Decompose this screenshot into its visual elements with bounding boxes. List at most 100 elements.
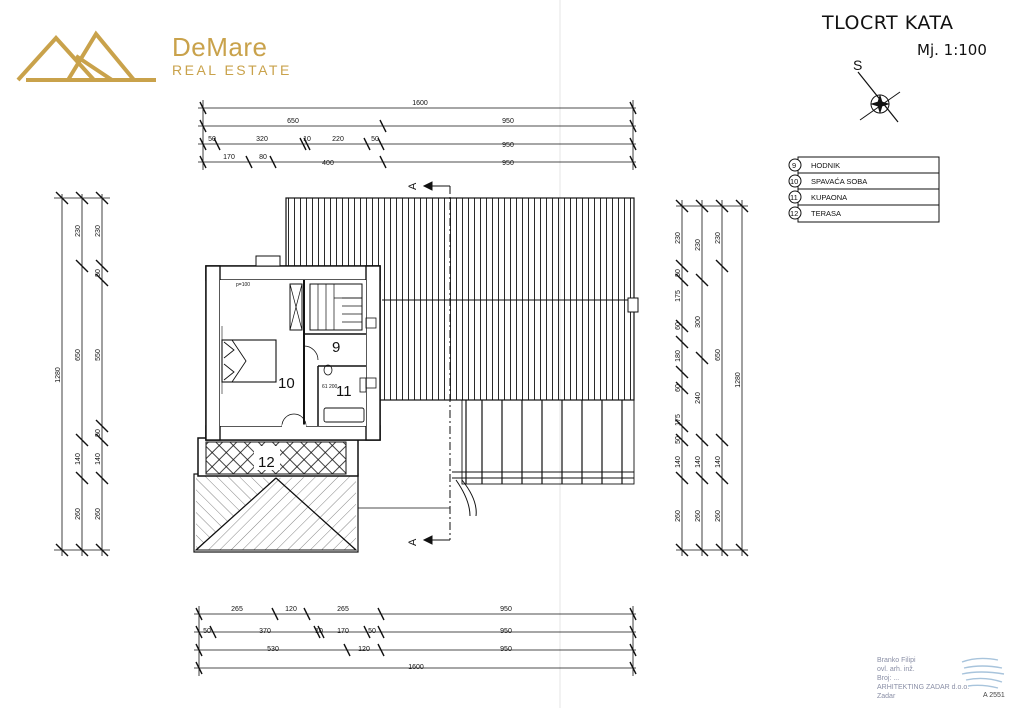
drawing-scale: Mj. 1:100: [917, 41, 987, 59]
section-line-a: [422, 181, 451, 545]
dim-label: 60: [675, 384, 682, 392]
dim-label: 50: [675, 436, 682, 444]
architect-stamp: Branko Filipi ovl. arh. inž. Broj: ... A…: [872, 652, 1012, 702]
dim-label: 260: [75, 508, 82, 520]
window-annotation: p=100: [236, 282, 250, 288]
legend-item-hodnik: HODNIK: [811, 161, 840, 170]
bottom-dimension-lines: [194, 606, 637, 676]
dim-label: 1600: [412, 100, 428, 107]
dim-label: 10: [315, 628, 323, 635]
lower-roof: [193, 473, 450, 553]
dim-label: 650: [75, 349, 82, 361]
dim-label: 50: [371, 136, 379, 143]
dim-label: 265: [337, 606, 349, 613]
stamp-line: Zadar: [877, 693, 896, 700]
compass-icon: S: [853, 57, 901, 123]
dim-label: 10: [303, 136, 311, 143]
legend-item-kupaona: KUPAONA: [811, 193, 847, 202]
dim-label: 1280: [735, 372, 742, 388]
top-dimension-labels: 1600 650 950 50 320 10 220 50 950 170 80…: [208, 100, 514, 167]
dim-label: 50: [203, 628, 211, 635]
dim-label: 175: [675, 290, 682, 302]
dim-label: 50: [368, 628, 376, 635]
dim-label: 170: [223, 154, 235, 161]
legend-number: 12: [790, 209, 798, 218]
dim-label: 140: [95, 453, 102, 465]
dim-label: 140: [715, 456, 722, 468]
section-marker-top: A: [407, 182, 419, 190]
dim-label: 370: [259, 628, 271, 635]
stamp-line: Broj: ...: [877, 675, 900, 682]
dim-label: 230: [695, 239, 702, 251]
dim-label: 230: [75, 225, 82, 237]
brand-subtitle: REAL ESTATE: [172, 62, 292, 78]
legend-number: 9: [792, 161, 796, 170]
dim-label: 950: [500, 606, 512, 613]
dim-label: 950: [500, 628, 512, 635]
room-11-label: 11: [336, 383, 352, 400]
bath-door-annotation: 61 200: [322, 384, 338, 390]
left-dimension-labels: 1280 230 650 140 260 230 50 550 50 140 2…: [55, 225, 102, 520]
dim-label: 265: [231, 606, 243, 613]
drawing-title: TLOCRT KATA: [822, 12, 954, 34]
signature-scribble-icon: [961, 657, 1005, 689]
dim-label: 230: [675, 232, 682, 244]
upper-floor-walls: [205, 255, 381, 441]
dim-label: 320: [256, 136, 268, 143]
stamp-line: Branko Filipi: [877, 657, 916, 664]
dim-label: 260: [675, 510, 682, 522]
dim-label: 650: [715, 349, 722, 361]
dim-label: 650: [287, 118, 299, 125]
stamp-line: ovl. arh. inž.: [877, 666, 915, 673]
legend-item-terasa: TERASA: [811, 209, 841, 218]
dim-label: 120: [285, 606, 297, 613]
dim-label: 950: [502, 160, 514, 167]
legend-number: 10: [790, 177, 798, 186]
dim-label: 400: [322, 160, 334, 167]
section-marker-bottom: A: [407, 538, 419, 546]
compass-label: S: [853, 57, 862, 73]
dim-label: 260: [715, 510, 722, 522]
dim-label: 300: [695, 316, 702, 328]
drawing-code: A 2551: [983, 692, 1005, 699]
dim-label: 260: [95, 508, 102, 520]
right-dimension-lines: [675, 199, 749, 557]
dim-label: 240: [695, 392, 702, 404]
brand-name: DeMare: [172, 32, 268, 62]
dim-label: 140: [75, 453, 82, 465]
dim-label: 230: [95, 225, 102, 237]
dim-label: 220: [332, 136, 344, 143]
pergola: [452, 399, 635, 517]
dim-label: 50: [95, 269, 102, 277]
room-labels: 9 10 11 12: [258, 339, 352, 471]
brand-logo-icon: [16, 30, 156, 82]
right-dimension-labels: 230 50 175 60 180 60 175 50 140 260 230 …: [675, 232, 742, 522]
dim-label: 1280: [55, 367, 62, 383]
dim-label: 50: [208, 136, 216, 143]
dim-label: 80: [259, 154, 267, 161]
dim-label: 1600: [408, 664, 424, 671]
dim-label: 175: [675, 414, 682, 426]
room-12-label: 12: [258, 454, 275, 471]
bottom-dimension-labels: 265 120 265 950 50 370 10 170 50 950 530…: [203, 606, 512, 671]
terrace: [197, 437, 359, 477]
dim-label: 550: [95, 349, 102, 361]
legend-item-spavaca-soba: SPAVAĆA SOBA: [811, 177, 867, 186]
top-dimension-lines: [198, 100, 637, 170]
legend-number: 11: [790, 193, 798, 202]
dim-label: 140: [675, 456, 682, 468]
dim-label: 140: [695, 456, 702, 468]
dim-label: 50: [95, 429, 102, 437]
dim-label: 260: [695, 510, 702, 522]
room-legend: 9 HODNIK 10 SPAVAĆA SOBA 11 KUPAONA 12 T…: [788, 156, 940, 223]
dim-label: 120: [358, 646, 370, 653]
left-dimension-lines: [54, 191, 110, 557]
dim-label: 60: [675, 322, 682, 330]
room-10-label: 10: [278, 375, 295, 392]
dim-label: 950: [502, 118, 514, 125]
dim-label: 170: [337, 628, 349, 635]
dim-label: 950: [500, 646, 512, 653]
dim-label: 180: [675, 350, 682, 362]
